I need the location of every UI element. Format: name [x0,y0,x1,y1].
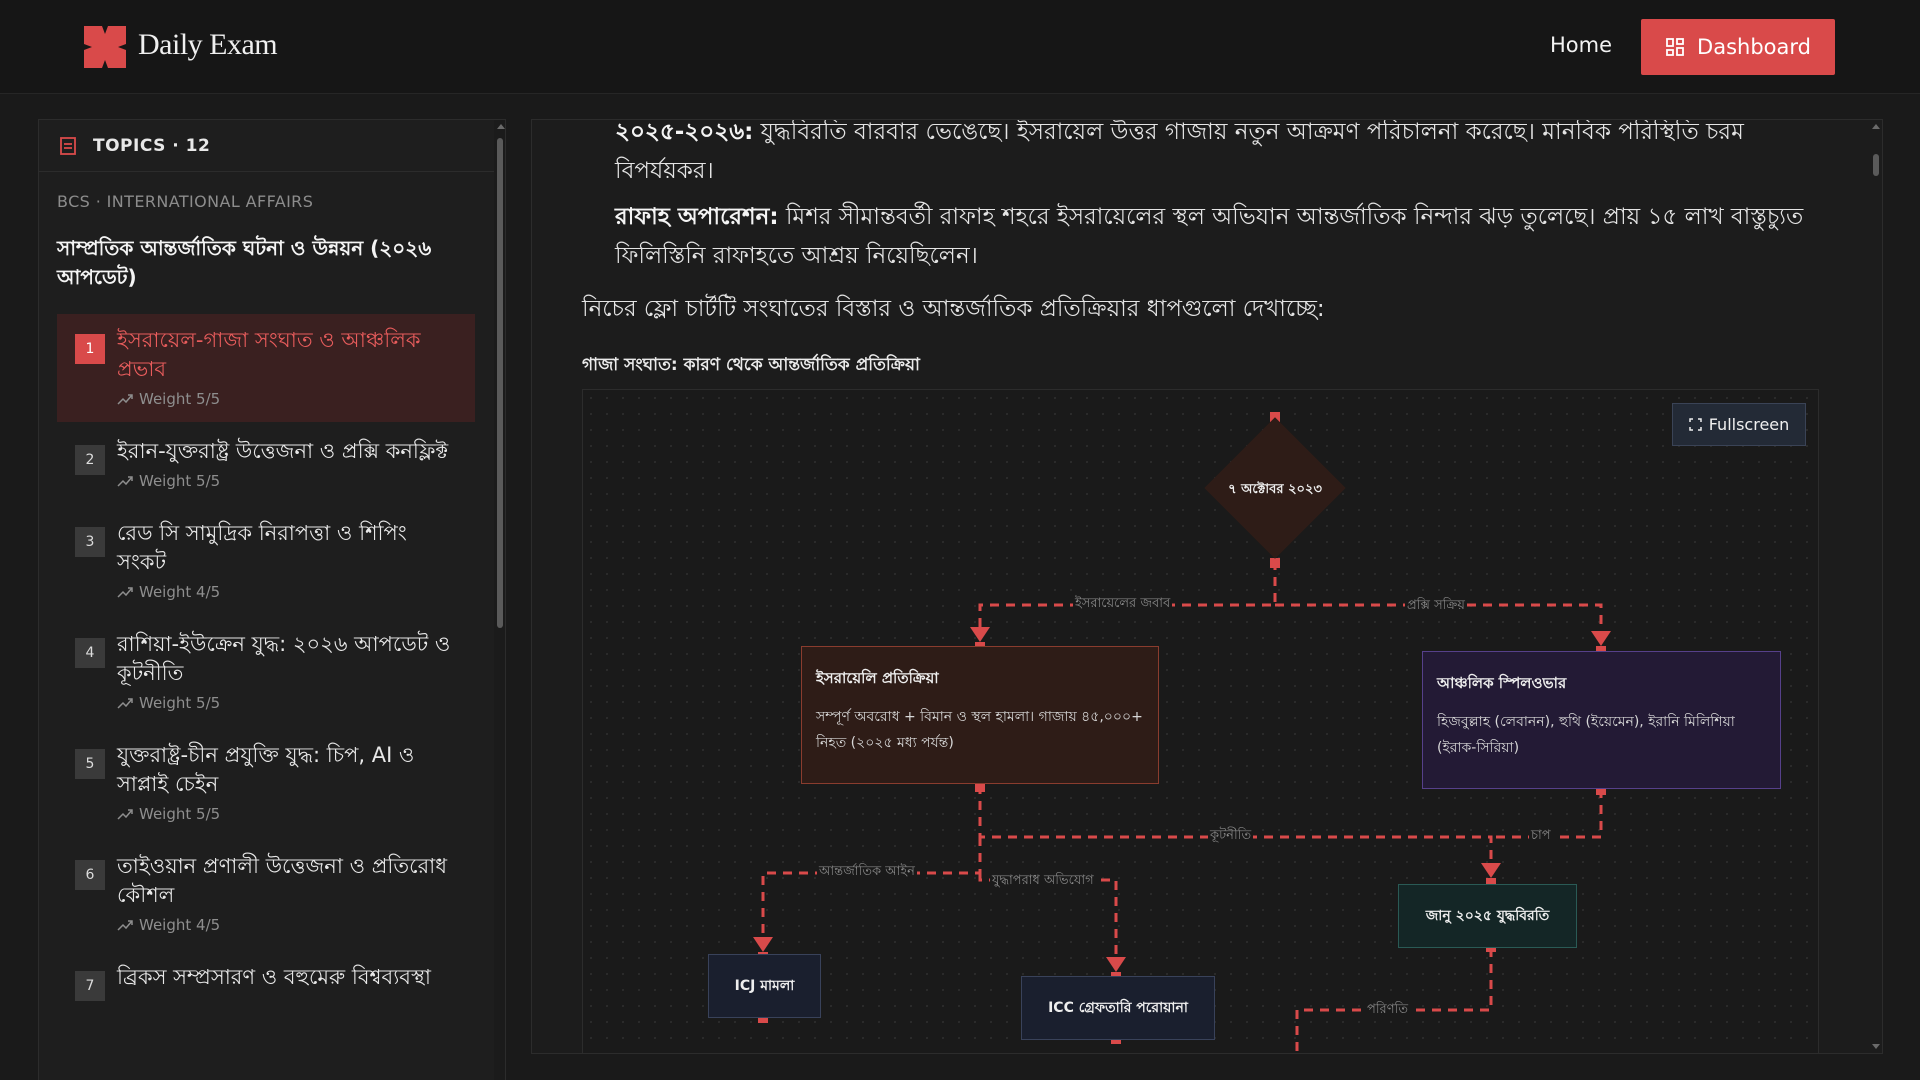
topics-sidebar: TOPICS · 12 BCS · INTERNATIONAL AFFAIRS … [38,119,506,1080]
topic-item-2[interactable]: 2 ইরান-যুক্তরাষ্ট্র উত্তেজনা ও প্রক্সি ক… [57,425,475,504]
topic-weight-text: Weight 5/5 [139,805,221,823]
paragraph-rafah-text: মিশর সীমান্তবর্তী রাফাহ শহরে ইসরায়েলের … [615,204,1804,269]
node-israeli-response: ইসরায়েলি প্রতিক্রিয়া সম্পূর্ণ অবরোধ + … [801,646,1159,784]
node-ceasefire: জানু ২০২৫ যুদ্ধবিরতি [1398,884,1577,948]
topic-weight: Weight 4/5 [117,583,461,601]
edge-label-pressure: চাপ [1529,826,1553,847]
paragraph-rafah: রাফাহ অপারেশন: মিশর সীমান্তবর্তী রাফাহ শ… [615,198,1815,276]
topic-number: 3 [75,527,105,557]
topic-weight-text: Weight 4/5 [139,916,221,934]
topic-weight: Weight 5/5 [117,390,461,408]
content-scroll-thumb[interactable] [1873,154,1879,176]
topic-number: 7 [75,971,105,1001]
topic-item-3[interactable]: 3 রেড সি সামুদ্রিক নিরাপত্তা ও শিপিং সংক… [57,507,475,615]
logo-icon [84,26,126,68]
node-regional-body: হিজবুল্লাহ (লেবানন), হুথি (ইয়েমেন), ইরা… [1437,714,1735,756]
node-israeli-body: সম্পূর্ণ অবরোধ + বিমান ও স্থল হামলা। গাজ… [816,709,1143,751]
topic-weight-text: Weight 5/5 [139,694,221,712]
edge-label-intl-law: আন্তর্জাতিক আইন [817,862,917,883]
topic-list: 1 ইসরায়েল-গাজা সংঘাত ও আঞ্চলিক প্রভাব W… [57,314,475,1009]
topic-weight-text: Weight 5/5 [139,390,221,408]
paragraph-2025: ২০২৫-২০২৬: যুদ্ধবিরতি বারবার ভেঙেছে। ইসর… [615,119,1815,191]
topics-header: TOPICS · 12 [39,120,505,172]
topic-name: ইরান-যুক্তরাষ্ট্র উত্তেজনা ও প্রক্সি কনফ… [117,439,449,463]
topic-item-7[interactable]: 7 ব্রিকস সম্প্রসারণ ও বহুমেরু বিশ্বব্যবস… [57,951,475,1006]
edge-label-israel-response: ইসরায়েলের জবাব [1073,594,1173,615]
paragraph-rafah-heading: রাফাহ অপারেশন: [615,204,779,230]
content-panel: ২০২৫-২০২৬: যুদ্ধবিরতি বারবার ভেঙেছে। ইসর… [531,119,1883,1054]
topic-number: 6 [75,860,105,890]
node-start-label: ৭ অক্টোবর ২০২৩ [1228,482,1322,497]
trending-up-icon [117,809,133,820]
edge-label-war-crimes: যুদ্ধাপরাধ অভিযোগ [990,871,1096,892]
topic-weight: Weight 5/5 [117,472,461,490]
topic-item-1[interactable]: 1 ইসরায়েল-গাজা সংঘাত ও আঞ্চলিক প্রভাব W… [57,314,475,422]
topic-number: 1 [75,334,105,364]
edge-label-diplomacy: কূটনীতি [1208,826,1254,847]
topic-item-6[interactable]: 6 তাইওয়ান প্রণালী উত্তেজনা ও প্রতিরোধ ক… [57,840,475,948]
trending-up-icon [117,476,133,487]
topic-name: ব্রিকস সম্প্রসারণ ও বহুমেরু বিশ্বব্যবস্থ… [117,965,431,989]
grid-icon [1666,38,1684,56]
topic-weight-text: Weight 4/5 [139,583,221,601]
top-header: Daily Exam Home Dashboard [0,0,1920,94]
paragraph-2025-text: যুদ্ধবিরতি বারবার ভেঙেছে। ইসরায়েল উত্তর… [615,119,1744,184]
topic-name: ইসরায়েল-গাজা সংঘাত ও আঞ্চলিক প্রভাব [117,328,421,381]
expand-icon [1688,418,1702,431]
paragraph-2025-heading: ২০২৫-২০২৬: [615,119,754,145]
node-icc-warrant: ICC গ্রেফতারি পরোয়ানা [1021,976,1215,1040]
node-regional-title: আঞ্চলিক স্পিলওভার [1437,674,1567,692]
topic-item-4[interactable]: 4 রাশিয়া-ইউক্রেন যুদ্ধ: ২০২৬ আপডেট ও কূ… [57,618,475,726]
scroll-down-icon[interactable] [1872,1044,1880,1049]
topic-weight: Weight 4/5 [117,916,461,934]
scroll-up-icon[interactable] [1872,124,1880,129]
book-icon [60,136,76,155]
node-israeli-title: ইসরায়েলি প্রতিক্রিয়া [816,669,939,687]
topics-count: TOPICS · 12 [93,135,211,156]
node-regional-spillover: আঞ্চলিক স্পিলওভার হিজবুল্লাহ (লেবানন), হ… [1422,651,1781,789]
topic-number: 4 [75,638,105,668]
scroll-up-icon[interactable] [497,124,505,129]
flowchart-title: গাজা সংঘাত: কারণ থেকে আন্তর্জাতিক প্রতিক… [582,355,920,375]
topic-number: 5 [75,749,105,779]
content-scrollbar[interactable] [1870,120,1882,1053]
topic-name: যুক্তরাষ্ট্র-চীন প্রযুক্তি যুদ্ধ: চিপ, A… [117,743,415,796]
category-label: BCS · INTERNATIONAL AFFAIRS [57,192,314,211]
topic-weight: Weight 5/5 [117,805,461,823]
edge-label-proxy-active: প্রক্সি সক্রিয় [1405,596,1467,617]
dashboard-label: Dashboard [1697,35,1811,59]
topic-number: 2 [75,445,105,475]
topic-item-5[interactable]: 5 যুক্তরাষ্ট্র-চীন প্রযুক্তি যুদ্ধ: চিপ,… [57,729,475,837]
topic-name: তাইওয়ান প্রণালী উত্তেজনা ও প্রতিরোধ কৌশ… [117,854,448,907]
trending-up-icon [117,920,133,931]
edge-label-outcome: পরিণতি [1365,1000,1411,1021]
sidebar-scrollbar[interactable] [494,120,505,1080]
trending-up-icon [117,394,133,405]
flowchart: Fullscreen ৭ অক্টোবর ২০২৩ ইসরায়েলি প্রত… [582,389,1819,1053]
nav-home-link[interactable]: Home [1550,33,1613,57]
fullscreen-button[interactable]: Fullscreen [1672,403,1806,446]
topic-name: রাশিয়া-ইউক্রেন যুদ্ধ: ২০২৬ আপডেট ও কূটন… [117,632,451,685]
trending-up-icon [117,587,133,598]
subject-title: সাম্প্রতিক আন্তর্জাতিক ঘটনা ও উন্নয়ন (২… [57,236,432,289]
topic-name: রেড সি সামুদ্রিক নিরাপত্তা ও শিপিং সংকট [117,521,407,574]
topic-weight: Weight 5/5 [117,694,461,712]
fullscreen-label: Fullscreen [1708,415,1790,434]
brand-name[interactable]: Daily Exam [138,28,278,61]
topic-weight-text: Weight 5/5 [139,472,221,490]
flowchart-intro: নিচের ফ্লো চার্টটি সংঘাতের বিস্তার ও আন্… [582,296,1325,322]
node-icj-case: ICJ মামলা [708,954,821,1018]
trending-up-icon [117,698,133,709]
dashboard-button[interactable]: Dashboard [1641,19,1835,75]
sidebar-scroll-thumb[interactable] [497,138,503,628]
